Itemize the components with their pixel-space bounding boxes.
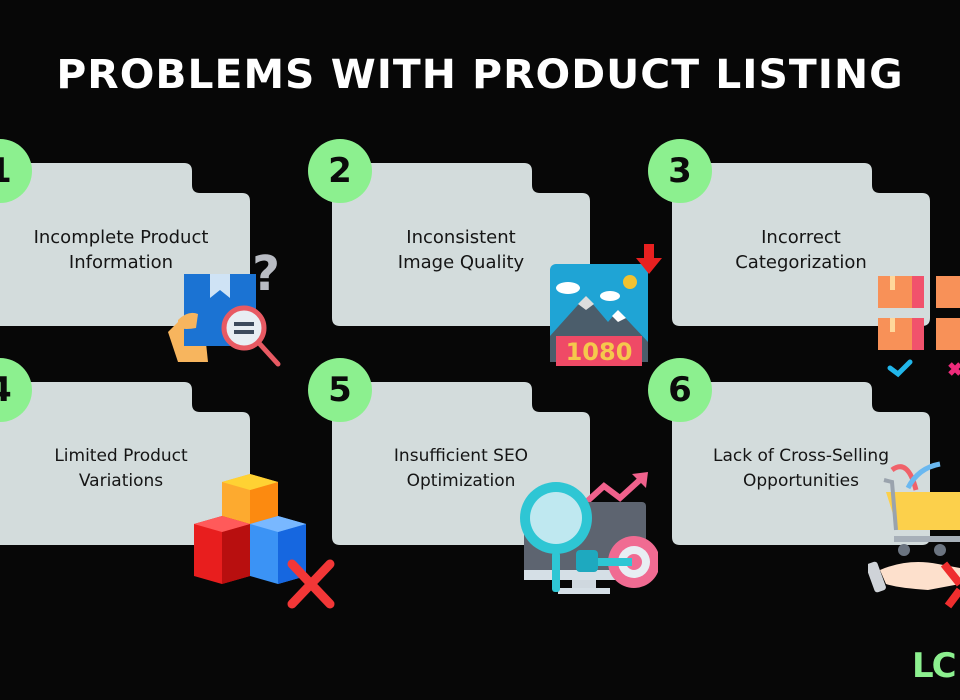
card-text: Insufficient SEO Optimization bbox=[332, 444, 590, 494]
number-badge: 5 bbox=[308, 358, 372, 422]
card-title-line-2: Opportunities bbox=[743, 471, 859, 491]
cubes-cross-icon bbox=[194, 474, 335, 609]
box-magnifier-question-icon: ? bbox=[168, 246, 281, 367]
folder-card-shape bbox=[0, 382, 250, 545]
card-title-line-1: Incomplete Product bbox=[33, 227, 209, 248]
svg-text:?: ? bbox=[252, 246, 280, 302]
folder-card-shape bbox=[672, 163, 930, 326]
logo: LC bbox=[912, 646, 957, 686]
card-title-line-1: Inconsistent bbox=[406, 227, 516, 248]
number-badge: 2 bbox=[308, 139, 372, 203]
card-title-line-1: Lack of Cross-Selling bbox=[713, 446, 889, 466]
card-title-line-1: Insufficient SEO bbox=[393, 446, 529, 466]
folder-card-shape bbox=[672, 382, 930, 545]
boxes-check-cross-icon bbox=[878, 276, 960, 378]
resolution-label: 1080 bbox=[566, 338, 633, 366]
card-title-line-2: Categorization bbox=[735, 252, 867, 273]
number-badge: 3 bbox=[648, 139, 712, 203]
page-title: PROBLEMS WITH PRODUCT LISTING bbox=[56, 52, 904, 98]
number-badge: 6 bbox=[648, 358, 712, 422]
card-title-line-2: Information bbox=[68, 252, 174, 273]
card-title-line-2: Variations bbox=[78, 471, 164, 491]
card-title-line-2: Optimization bbox=[406, 471, 516, 491]
folder-card-shape bbox=[332, 163, 590, 326]
image-resolution-icon: 1080 bbox=[550, 244, 662, 366]
seo-monitor-target-icon bbox=[520, 472, 658, 594]
card-title-line-2: Image Quality bbox=[397, 252, 525, 273]
card-title-line-1: Incorrect bbox=[761, 227, 841, 248]
card-title-line-1: Limited Product bbox=[54, 446, 188, 466]
cart-hand-icon bbox=[868, 461, 960, 609]
